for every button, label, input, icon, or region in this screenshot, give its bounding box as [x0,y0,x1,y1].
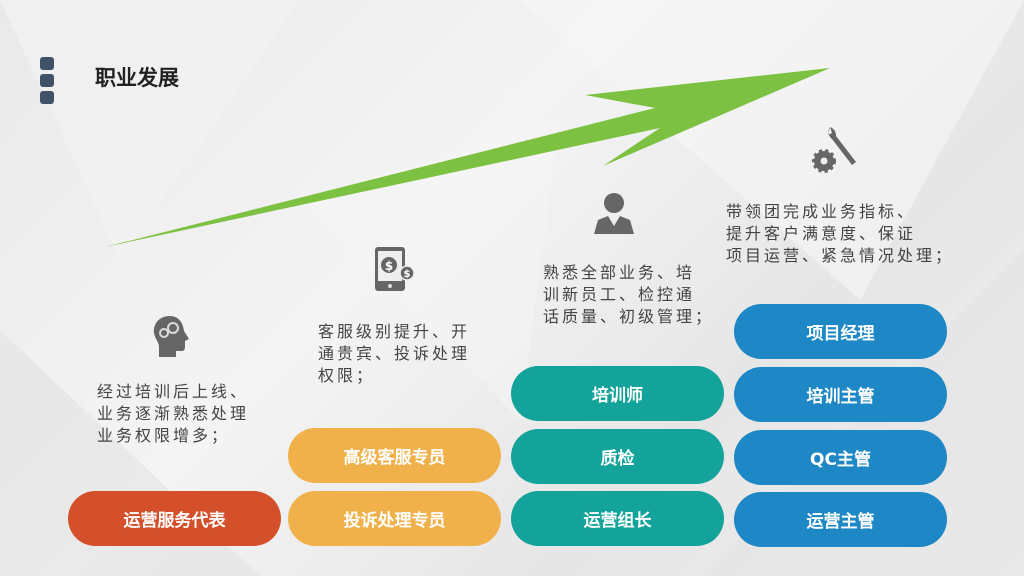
role-training-supervisor[interactable]: 培训主管 [734,367,947,422]
wrench-gear-icon [812,127,856,173]
description-level-2: 客服级别提升、开 通贵宾、投诉处理 权限； [318,322,471,385]
role-complaint-specialist[interactable]: 投诉处理专员 [288,491,501,546]
person-icon [594,193,634,234]
logo-icon [40,57,54,108]
svg-text:$: $ [385,259,393,273]
role-qc-supervisor[interactable]: QC主管 [734,430,947,485]
head-gears-icon [153,316,189,357]
page-title: 职业发展 [95,66,179,90]
role-operations-representative[interactable]: 运营服务代表 [68,491,281,546]
role-operations-supervisor[interactable]: 运营主管 [734,492,947,547]
role-trainer[interactable]: 培训师 [511,366,724,421]
role-senior-service-specialist[interactable]: 高级客服专员 [288,428,501,483]
role-team-leader[interactable]: 运营组长 [511,491,724,546]
description-level-1: 经过培训后上线、 业务逐渐熟悉处理 业务权限增多； [97,382,250,445]
growth-arrow [105,68,830,247]
role-project-manager[interactable]: 项目经理 [734,304,947,359]
svg-text:$: $ [404,269,411,280]
description-level-4: 带领团完成业务指标、 提升客户满意度、保证 项目运营、紧急情况处理； [726,202,955,265]
description-level-3: 熟悉全部业务、培 训新员工、检控通 话质量、初级管理； [543,263,715,326]
phone-dollar-icon: $ $ [375,247,415,291]
role-quality-inspector[interactable]: 质检 [511,429,724,484]
